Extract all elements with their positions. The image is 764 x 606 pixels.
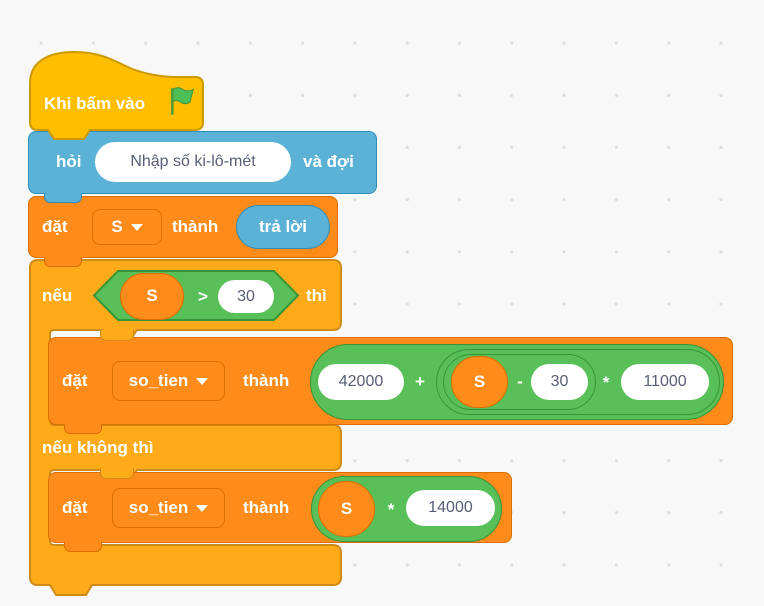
if-arm-notch-tab	[100, 330, 134, 341]
set-sotien-if-set-label: đặt	[62, 371, 88, 390]
number-input-30[interactable]: 30	[531, 364, 588, 400]
ask-question-input[interactable]: Nhập số ki-lô-mét	[95, 142, 291, 182]
number-input-11000[interactable]: 11000	[621, 364, 709, 400]
variable-dropdown-s[interactable]: S	[92, 209, 162, 245]
dropdown-caret-icon	[130, 223, 143, 231]
variable-dropdown-sotien-else[interactable]: so_tien	[112, 488, 225, 528]
number-input-14000[interactable]: 14000	[406, 490, 495, 526]
ask-prefix-label: hỏi	[56, 152, 82, 171]
variable-dropdown-s-value: S	[111, 217, 123, 236]
dropdown-caret-icon	[196, 377, 209, 385]
then-label: thì	[306, 286, 327, 305]
number-14000: 14000	[428, 499, 473, 516]
variable-reporter-s[interactable]: S	[120, 272, 184, 320]
plus-operator: +	[415, 372, 425, 391]
number-11000: 11000	[643, 373, 687, 390]
hat-shape	[29, 50, 204, 140]
if-label: nếu	[42, 286, 73, 305]
ask-block-bottom-tab	[44, 192, 82, 203]
ask-suffix-label: và đợi	[303, 152, 354, 171]
variable-dropdown-sotien-if-value: so_tien	[128, 371, 189, 390]
answer-reporter-label: trả lời	[259, 217, 307, 236]
multiply-operator-else: *	[387, 500, 395, 519]
variable-reporter-s-if-label: S	[473, 372, 486, 391]
number-30: 30	[550, 373, 569, 390]
greater-than-operator: >	[198, 287, 208, 306]
else-arm-notch-tab	[100, 468, 134, 479]
variable-dropdown-sotien-else-value: so_tien	[128, 498, 189, 517]
block-when-flag-clicked[interactable]	[28, 48, 208, 143]
variable-reporter-s-if[interactable]: S	[451, 356, 508, 408]
set-s-bottom-tab	[44, 256, 82, 267]
green-flag-icon	[171, 87, 195, 115]
answer-reporter[interactable]: trả lời	[236, 205, 330, 249]
ask-question-text: Nhập số ki-lô-mét	[130, 153, 256, 170]
hat-label: Khi bấm vào	[44, 94, 146, 113]
set-s-set-label: đặt	[42, 217, 68, 236]
set-sotien-else-bottom-tab	[64, 541, 102, 552]
variable-reporter-s-else-label: S	[340, 499, 353, 518]
set-sotien-if-to-label: thành	[243, 371, 290, 390]
set-sotien-else-set-label: đặt	[62, 498, 88, 517]
comparison-value-input[interactable]: 30	[218, 280, 274, 313]
variable-reporter-s-label: S	[146, 286, 158, 305]
number-input-42000[interactable]: 42000	[318, 364, 404, 400]
set-sotien-if-bottom-tab	[64, 423, 102, 434]
number-42000: 42000	[338, 373, 384, 390]
variable-dropdown-sotien-if[interactable]: so_tien	[112, 361, 225, 401]
variable-reporter-s-else[interactable]: S	[318, 481, 375, 537]
set-s-to-label: thành	[172, 217, 219, 236]
dropdown-caret-icon	[196, 504, 209, 512]
minus-operator: -	[517, 372, 523, 391]
else-label: nếu không thì	[42, 438, 154, 457]
multiply-operator-if: *	[602, 373, 610, 392]
set-sotien-else-to-label: thành	[243, 498, 290, 517]
comparison-value: 30	[237, 287, 255, 305]
